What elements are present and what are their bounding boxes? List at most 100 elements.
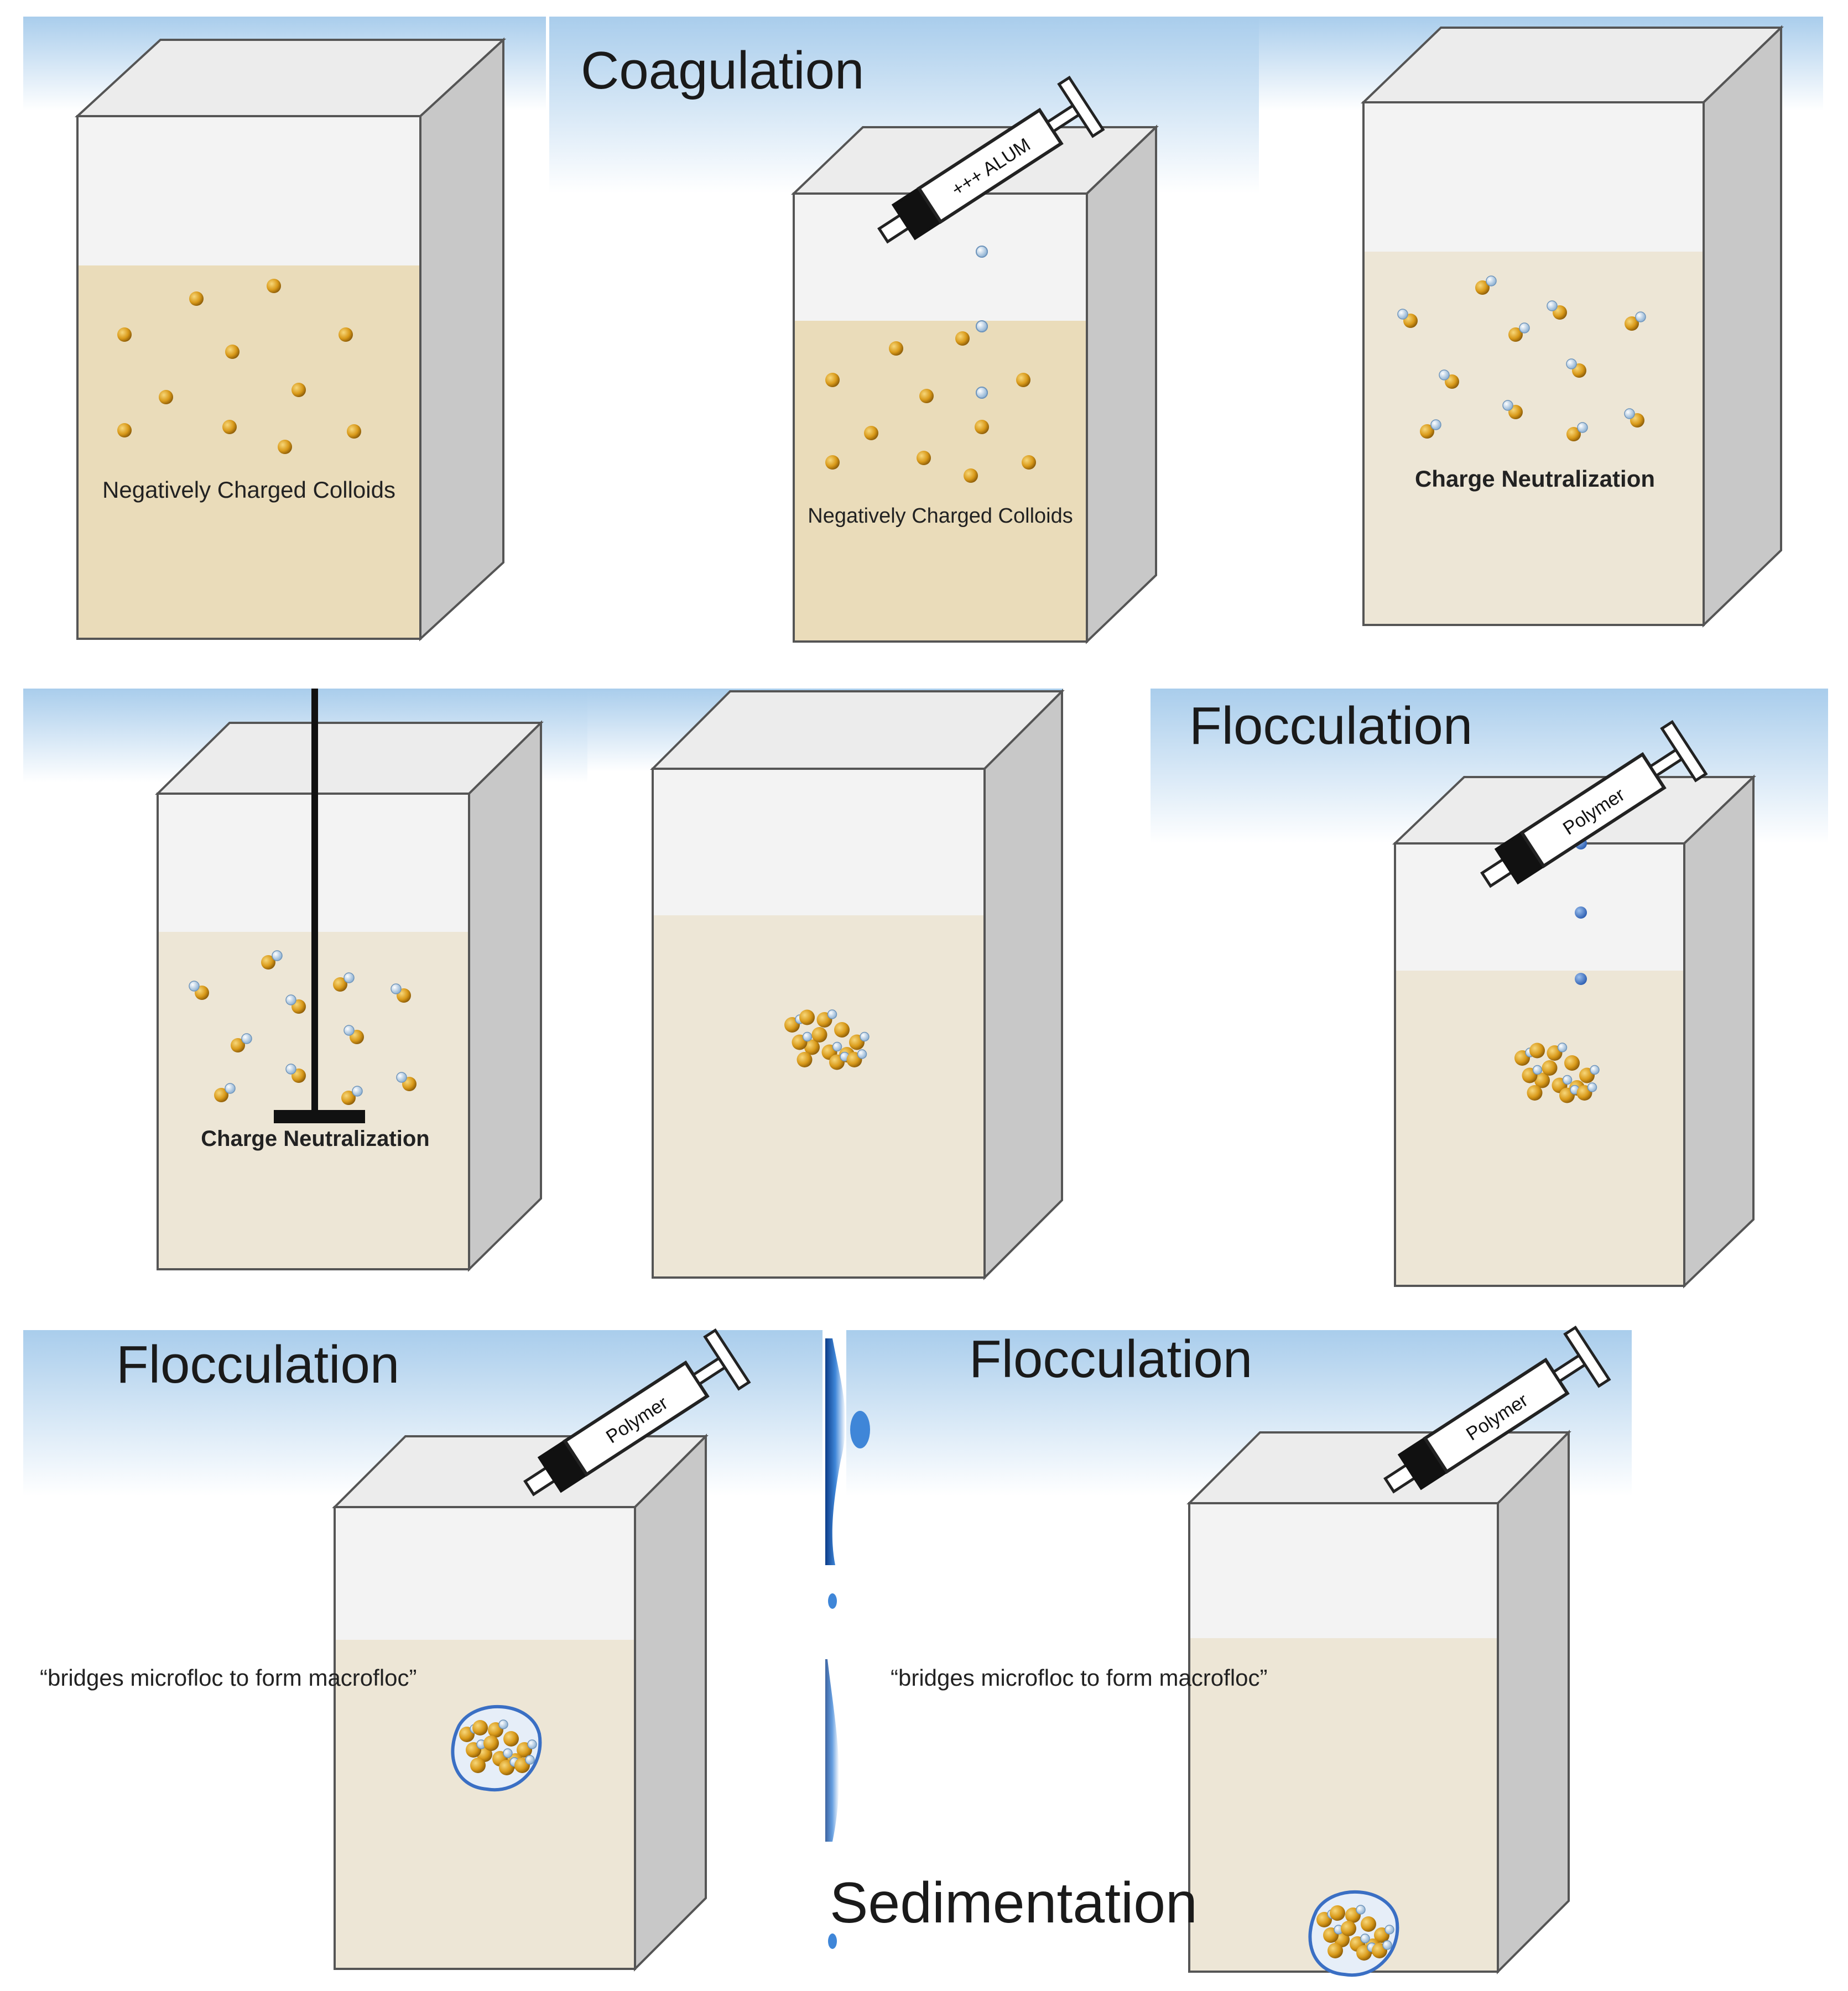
colloid-icon [1564, 1055, 1580, 1071]
colloid-icon [799, 1009, 815, 1025]
tank-side [1497, 1430, 1570, 1974]
colloid-icon [472, 1720, 488, 1735]
charge-icon [1382, 1940, 1392, 1950]
colloid-icon [214, 1088, 228, 1102]
colloid-icon [159, 390, 173, 404]
stirrer-paddle [274, 1110, 365, 1123]
colloid-icon [1016, 373, 1030, 387]
panel-heading: Flocculation [1189, 696, 1472, 755]
water [335, 1640, 635, 1969]
charge-icon [272, 950, 283, 961]
colloid-icon [1022, 455, 1036, 470]
colloid-icon [1420, 424, 1434, 439]
floc-icon [1308, 1890, 1399, 1977]
charge-icon [503, 1748, 513, 1758]
colloid-icon [1625, 316, 1639, 331]
colloid-icon [1508, 327, 1523, 342]
charge-icon [352, 1086, 363, 1097]
charge-icon [1532, 1065, 1543, 1075]
colloid-icon [1328, 1943, 1343, 1958]
panel-4: Charge Neutralization [155, 689, 544, 1272]
colloid-icon [811, 1027, 827, 1043]
colloid-icon [804, 1039, 820, 1055]
charge-icon [827, 1009, 837, 1019]
water [653, 915, 985, 1278]
charge-icon [802, 1031, 813, 1042]
panel-1: Negatively Charged Colloids [74, 37, 507, 642]
panel-caption: “bridges microfloc to form macrofloc” [40, 1665, 417, 1691]
colloid-icon [261, 955, 275, 970]
water [794, 321, 1087, 642]
charge-icon [860, 1031, 870, 1042]
panels: Negatively Charged Colloids +++ ALUMCoagu… [40, 25, 1784, 1977]
colloid-icon [231, 1038, 245, 1052]
charge-icon [1519, 322, 1530, 333]
colloid-icon [1566, 427, 1581, 441]
colloid-icon [964, 468, 978, 483]
colloid-icon [341, 1091, 356, 1105]
charge-icon [285, 1064, 296, 1075]
colloid-icon [1341, 1921, 1356, 1936]
charge-icon [1566, 358, 1577, 369]
colloid-icon [917, 451, 931, 465]
polymer-drop [1575, 973, 1587, 985]
panel-caption: Negatively Charged Colloids [102, 477, 395, 503]
colloid-icon [291, 383, 306, 397]
colloid-icon [919, 389, 934, 403]
polymer-drop [1575, 906, 1587, 919]
colloid-icon [834, 1022, 850, 1038]
water [1363, 252, 1704, 625]
water [1395, 971, 1684, 1286]
colloid-icon [222, 420, 237, 434]
tank-side [419, 37, 504, 642]
alum-drop [976, 387, 988, 399]
alum-drop [976, 320, 988, 332]
tank-outline [76, 115, 421, 640]
charge-icon [1557, 1043, 1568, 1052]
charge-icon [391, 983, 402, 994]
microfloc-icon [784, 1009, 870, 1070]
panel-heading: Flocculation [116, 1335, 399, 1394]
charge-icon [189, 981, 200, 992]
panel-heading: Flocculation [969, 1330, 1252, 1389]
charge-icon [857, 1049, 867, 1059]
colloid-icon [189, 291, 204, 306]
alum-drop [976, 246, 988, 258]
charge-icon [1587, 1082, 1597, 1092]
tank-side [983, 689, 1063, 1280]
panel-5 [650, 689, 1065, 1280]
colloid-icon [117, 423, 132, 437]
charge-icon [225, 1083, 236, 1094]
syringe-handle [1563, 1325, 1611, 1388]
colloid-icon [889, 341, 903, 356]
charge-icon [1397, 309, 1408, 320]
colloid-icon [1527, 1085, 1543, 1101]
colloid-icon [1330, 1905, 1345, 1921]
panel-heading: Coagulation [581, 41, 864, 100]
microfloc-icon [1514, 1043, 1600, 1103]
panel-caption: “bridges microfloc to form macrofloc” [891, 1665, 1268, 1691]
tank-side [1086, 124, 1157, 644]
colloid-icon [1529, 1043, 1545, 1059]
colloid-icon [347, 424, 361, 439]
colloid-icon [1534, 1072, 1550, 1088]
colloid-icon [864, 426, 878, 440]
charge-icon [396, 1072, 407, 1083]
charge-icon [1624, 408, 1635, 419]
tank-side [1703, 25, 1782, 628]
charge-icon [343, 1025, 355, 1036]
colloid-icon [225, 345, 240, 359]
charge-icon [1577, 422, 1588, 433]
colloid-icon [267, 279, 281, 293]
tank-outline [1362, 101, 1705, 626]
panel-3: Charge Neutralization [1361, 25, 1784, 628]
syringe-icon: +++ ALUM [877, 75, 1105, 244]
syringe-handle [1660, 720, 1708, 783]
panel-caption: Charge Neutralization [1415, 466, 1655, 492]
colloid-icon [1475, 280, 1490, 295]
charge-icon [1439, 369, 1450, 381]
water [77, 265, 420, 639]
